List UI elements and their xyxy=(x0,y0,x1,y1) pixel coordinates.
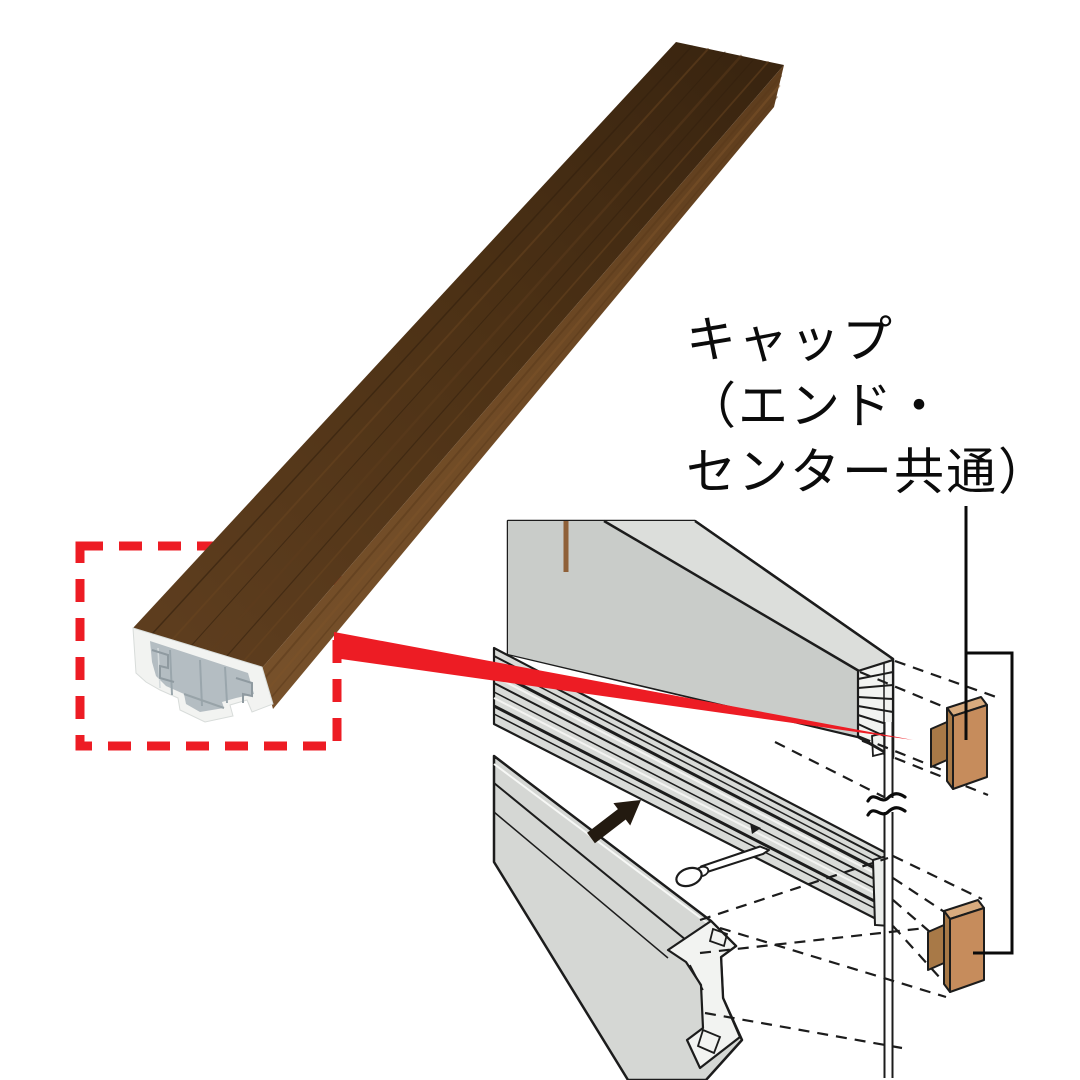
slide-track xyxy=(492,646,892,928)
cap-label: キャップ （エンド・ センター共通） xyxy=(686,311,1050,501)
cap-label-line2: （エンド・ xyxy=(686,377,946,435)
label-leader-lines xyxy=(964,506,1014,955)
aluminum-end-cross-section xyxy=(132,627,274,723)
wood-grain xyxy=(151,45,769,663)
end-cap-upper xyxy=(930,696,988,790)
wood-grain-front xyxy=(264,75,782,700)
cap-label-line1: キャップ xyxy=(686,311,894,369)
insert-direction-arrow-icon xyxy=(587,800,641,844)
mounting-post xyxy=(883,722,894,1078)
projection-lines xyxy=(699,659,1000,1050)
assembly-diagram xyxy=(492,506,1014,1080)
zoom-callout-wedge-icon xyxy=(334,632,913,740)
cap-label-line3: センター共通） xyxy=(686,443,1050,501)
break-symbol-icon xyxy=(866,792,907,817)
lower-rail-end-face xyxy=(666,919,742,1070)
wood-rail-top-face xyxy=(133,42,784,668)
end-cap-lower xyxy=(927,899,985,993)
track-screw-hole xyxy=(750,823,761,834)
wood-rail-photo xyxy=(132,42,784,723)
screw xyxy=(675,845,770,888)
aluminum-hollow xyxy=(150,641,254,712)
